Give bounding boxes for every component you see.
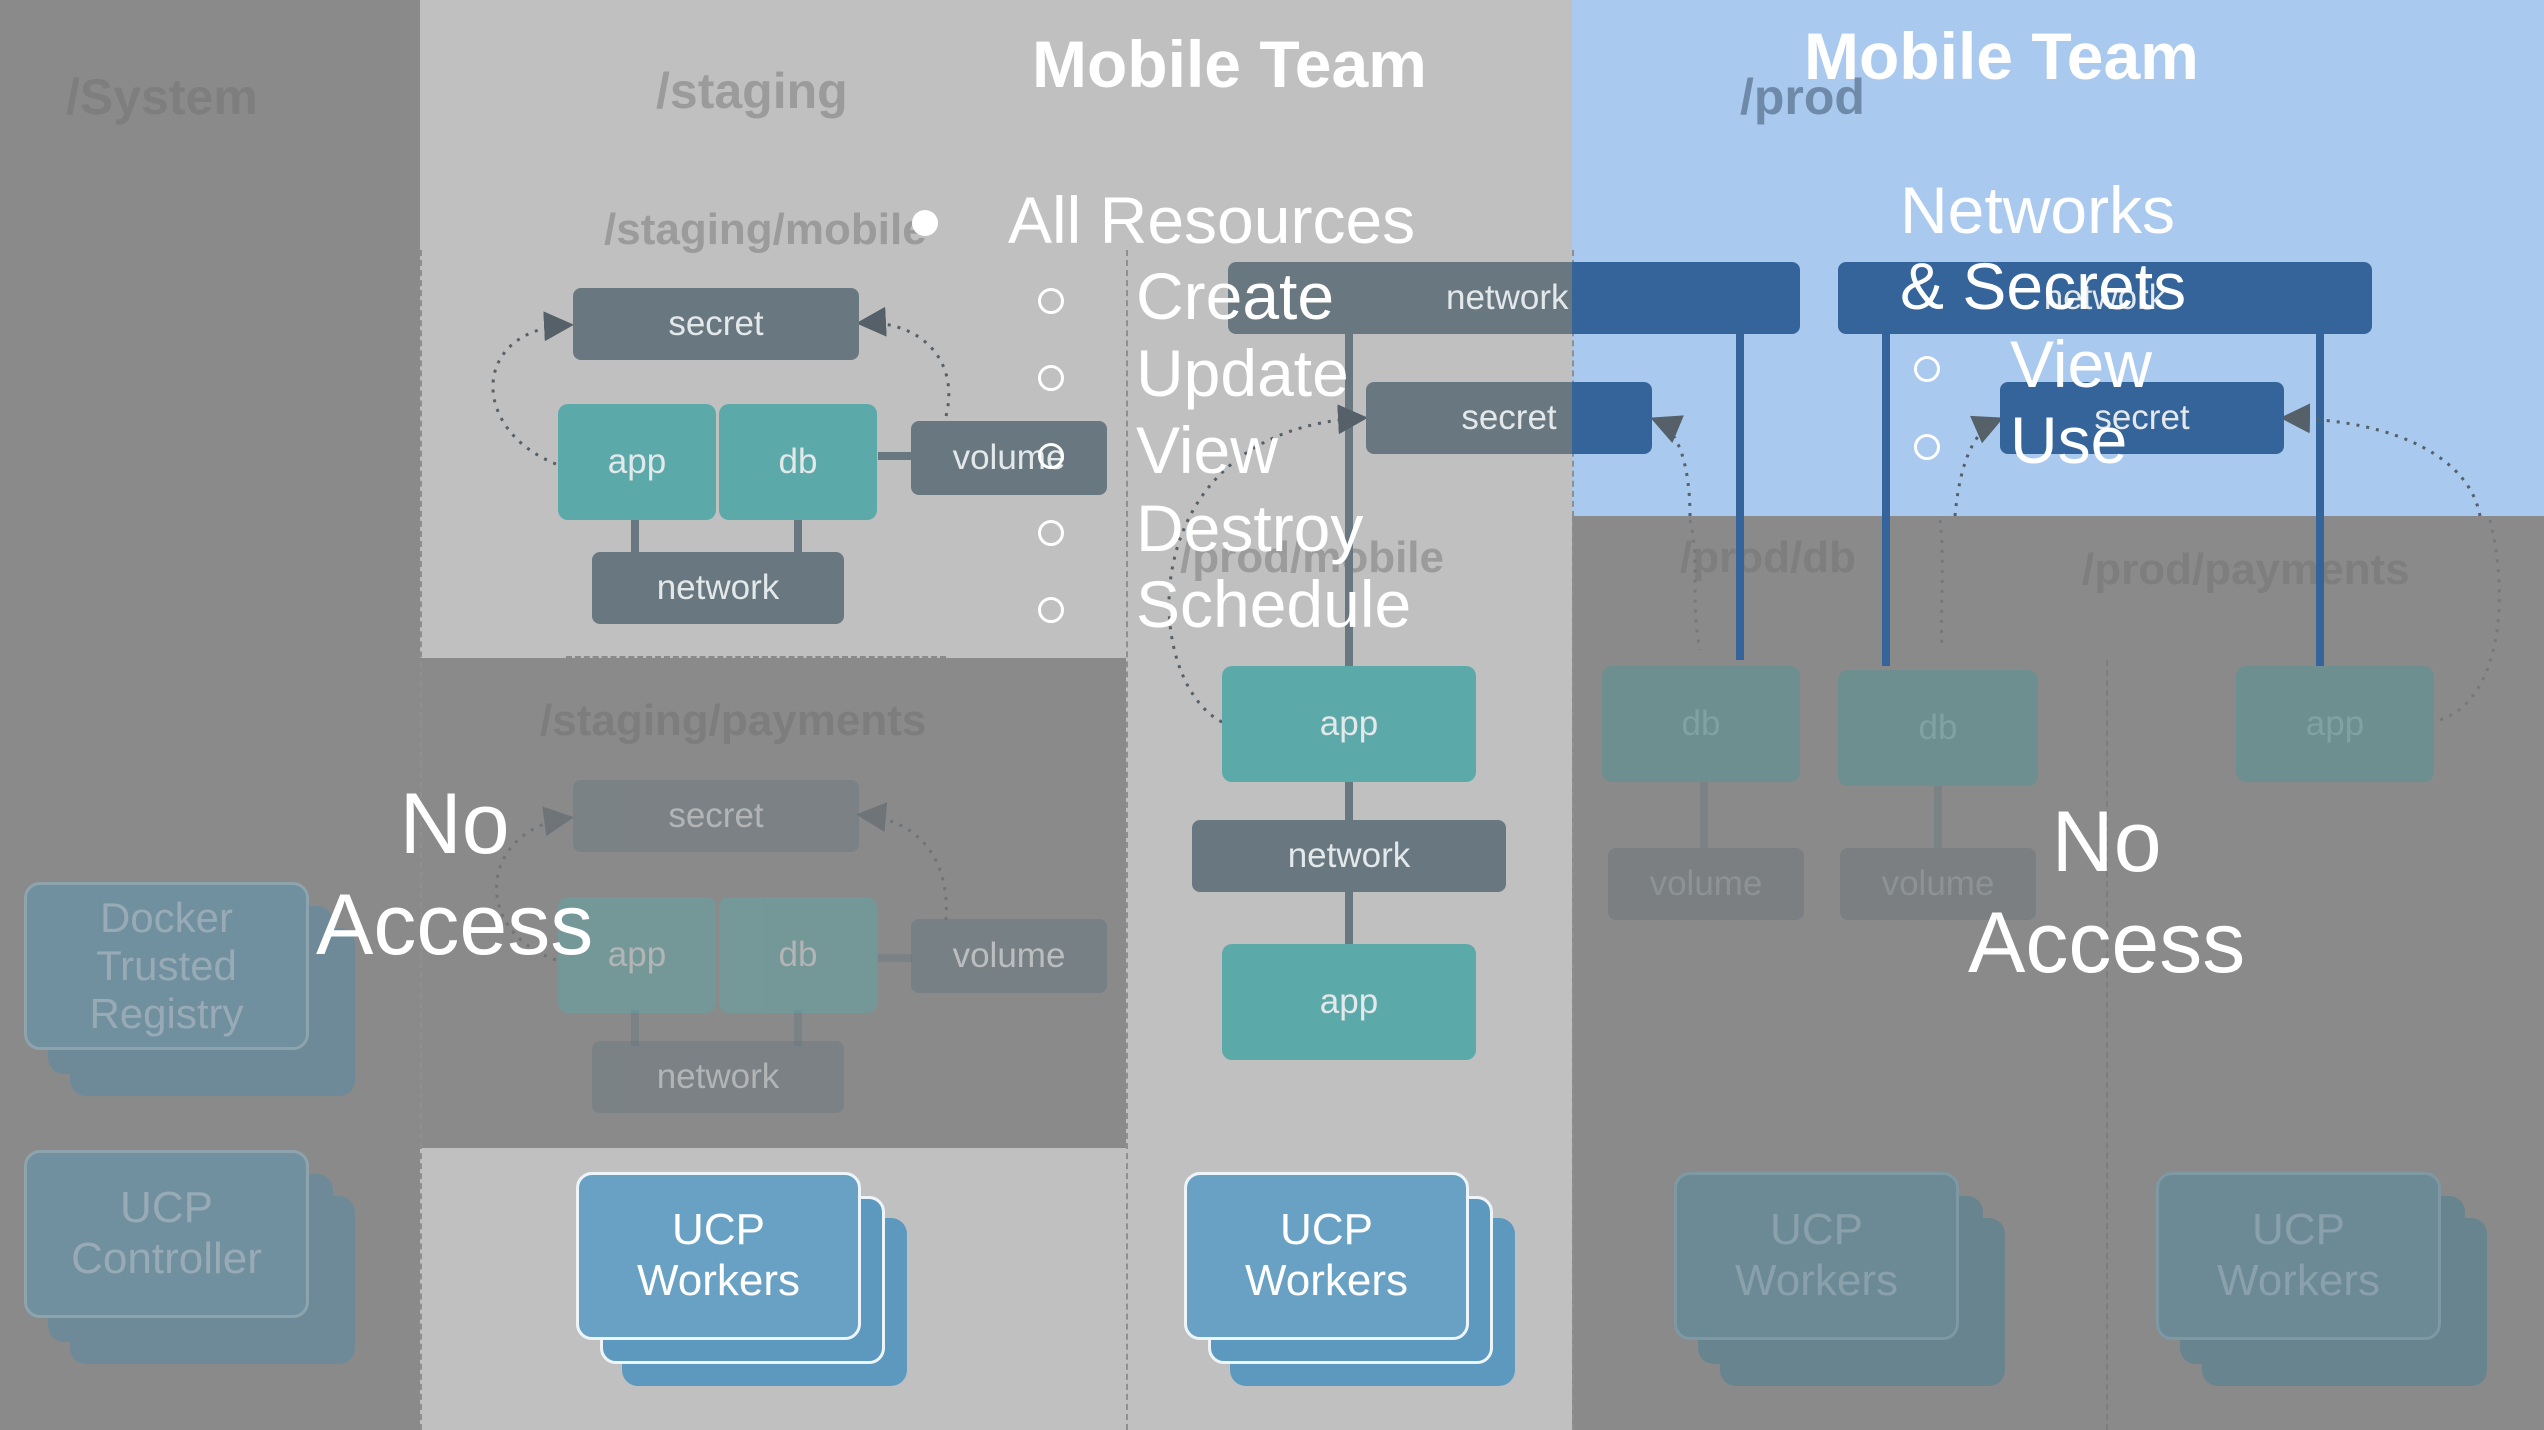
system-title: /System <box>66 69 258 125</box>
prod-network-mobile: network <box>1228 262 1800 334</box>
connector <box>1736 330 1744 660</box>
divider-prod-db-payments <box>2106 660 2108 1430</box>
permission-bullet <box>1038 443 1064 469</box>
permission-update: Update <box>1136 336 1349 410</box>
controller-label-1: UCP <box>120 1183 213 1233</box>
connector <box>1345 780 1353 826</box>
staging-title: /staging <box>656 63 848 119</box>
left-no-access-line-1: No <box>399 776 510 872</box>
prod-db-db-2: db <box>1838 670 2038 786</box>
workers-label-1: UCP <box>1770 1205 1863 1255</box>
workers-label-2: Workers <box>2217 1256 2380 1305</box>
divider-staging-prod <box>1126 250 1128 1430</box>
right-scope-line-1: Networks <box>1900 173 2176 247</box>
prod-mobile-title: /prod/mobile <box>1180 533 1444 582</box>
dtr-label-3: Registry <box>89 990 244 1038</box>
connector <box>878 452 912 460</box>
staging-payments-region <box>420 658 1126 1148</box>
permission-view: View <box>1136 413 1278 487</box>
staging-payments-app: app <box>558 897 716 1013</box>
staging-payments-volume: volume <box>911 919 1107 993</box>
staging-mobile-db: db <box>719 404 877 520</box>
connector <box>631 518 639 554</box>
permission-bullet <box>1914 434 1940 460</box>
workers-label-2: Workers <box>1735 1256 1898 1305</box>
right-no-access-line-1: No <box>2051 794 2162 890</box>
connector <box>1345 890 1353 946</box>
staging-mobile-title: /staging/mobile <box>604 205 927 254</box>
prod-network-payments: network <box>1838 262 2372 334</box>
permission-bullet <box>1914 356 1940 382</box>
connector <box>878 954 912 962</box>
staging-payments-db: db <box>719 897 877 1013</box>
permission-bullet <box>1038 597 1064 623</box>
dtr-label-1: Docker <box>99 893 234 941</box>
permission-bullet <box>1038 288 1064 314</box>
staging-payments-secret: secret <box>573 780 859 852</box>
prod-db-title: /prod/db <box>1680 533 1856 582</box>
permission-bullet <box>1038 520 1064 546</box>
prod-db-volume-2: volume <box>1840 848 2036 920</box>
prod-title: /prod <box>1740 69 1865 125</box>
connector <box>1934 782 1942 852</box>
permission-view-prod: View <box>2010 327 2152 401</box>
divider-staging-mobile-payments <box>566 656 946 659</box>
connector <box>794 518 802 554</box>
staging-mobile-volume: volume <box>911 421 1107 495</box>
permission-bullet <box>1038 365 1064 391</box>
staging-mobile-secret: secret <box>573 288 859 360</box>
prod-mobile-app-1: app <box>1222 666 1476 782</box>
left-no-access-line-2: Access <box>316 877 594 974</box>
right-no-access-line-2: Access <box>1968 895 2246 992</box>
prod-secret-mobile-label: secret <box>1461 397 1557 437</box>
left-scope-label: All Resources <box>1008 183 1416 257</box>
workers-label-2: Workers <box>637 1256 800 1305</box>
prod-secret-mobile: secret <box>1366 382 1652 454</box>
staging-payments-network: network <box>592 1041 844 1113</box>
connector <box>1345 330 1353 670</box>
scope-bullet <box>912 210 938 236</box>
prod-secret-payments: secret <box>2000 382 2284 454</box>
permission-schedule: Schedule <box>1136 567 1412 641</box>
workers-label-1: UCP <box>1280 1205 1373 1255</box>
staging-mobile-network: network <box>592 552 844 624</box>
divider-system-staging <box>420 250 422 1430</box>
dtr-label-2: Trusted <box>96 941 237 989</box>
workers-label-1: UCP <box>672 1205 765 1255</box>
divider-prod-mobile <box>1572 250 1574 1430</box>
connector <box>1882 330 1890 666</box>
prod-mobile-network: network <box>1192 820 1506 892</box>
permission-use-prod: Use <box>2010 403 2128 477</box>
connector <box>631 1010 639 1046</box>
prod-db-db-1: db <box>1602 666 1800 782</box>
connector <box>794 1010 802 1046</box>
prod-payments-title: /prod/payments <box>2082 545 2410 594</box>
right-scope-line-2: & Secrets <box>1900 249 2187 323</box>
prod-network-mobile-label: network <box>1446 277 1569 317</box>
staging-mobile-app: app <box>558 404 716 520</box>
staging-payments-title: /staging/payments <box>540 696 927 745</box>
right-no-access: No Access <box>1968 792 2245 995</box>
prod-payments-app: app <box>2236 666 2434 782</box>
workers-label-1: UCP <box>2252 1205 2345 1255</box>
right-team-heading: Mobile Team <box>1804 19 2199 93</box>
left-no-access: No Access <box>316 774 593 977</box>
connector <box>1700 780 1708 850</box>
connector <box>2316 330 2324 670</box>
prod-mobile-app-2: app <box>1222 944 1476 1060</box>
permission-destroy: Destroy <box>1136 491 1364 565</box>
controller-label-2: Controller <box>71 1234 262 1283</box>
permission-create: Create <box>1136 259 1335 333</box>
left-team-heading: Mobile Team <box>1032 27 1427 101</box>
prod-db-volume-1: volume <box>1608 848 1804 920</box>
workers-label-2: Workers <box>1245 1256 1408 1305</box>
